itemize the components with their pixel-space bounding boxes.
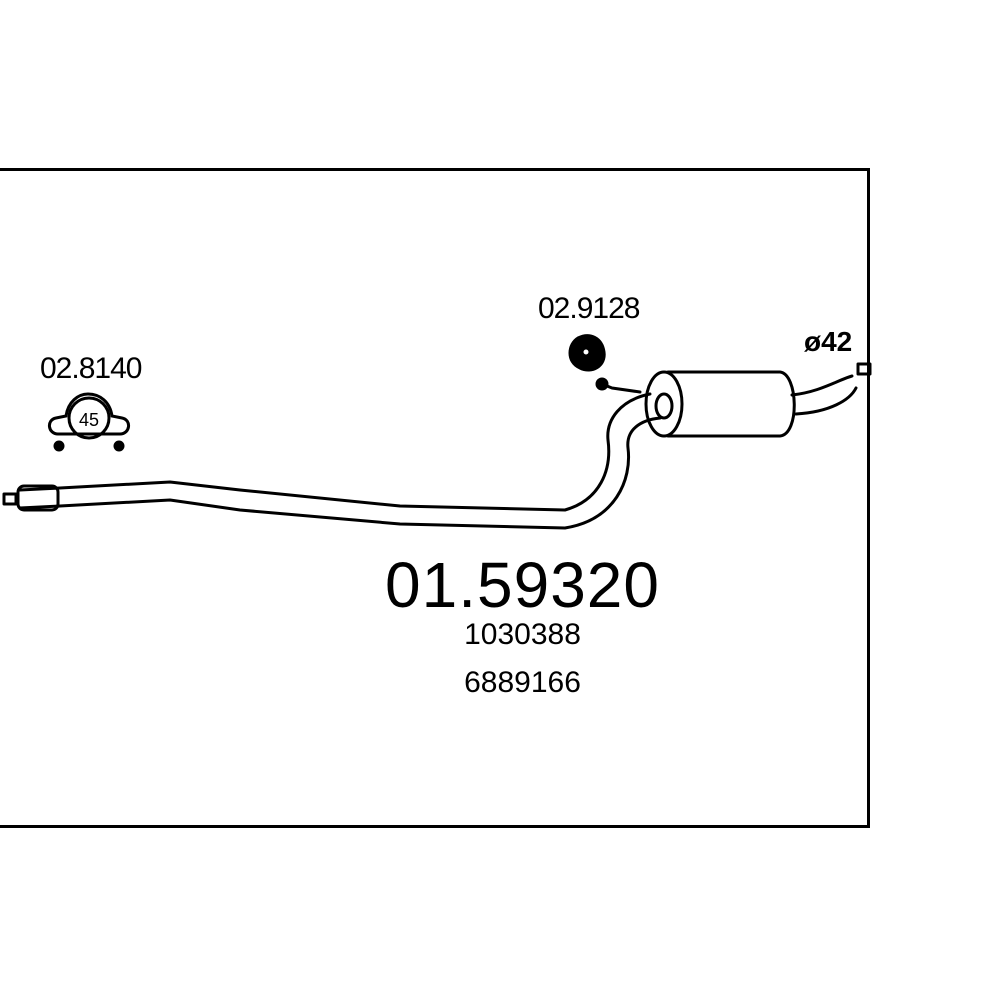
reference-number: 1030388 [464,618,581,651]
pipe-lower-line [18,416,662,530]
pipe-upper-line [18,392,652,512]
muffler-body [666,370,796,438]
outlet-diameter: ø42 [804,326,853,357]
main-part-number: 01.59320 [385,549,660,621]
pipe-inlet-sleeve [16,484,60,512]
tailpipe-lower [794,386,858,416]
muffler-inlet-ring [654,392,674,420]
clamp-part-number: 02.8140 [40,352,142,385]
muffler-front-face [644,370,684,438]
hanger-part-number: 02.9128 [538,292,640,325]
diagram-frame [0,168,870,828]
tailpipe-upper [790,374,854,397]
rubber-hanger-icon [568,334,606,372]
clamp-icon [48,392,130,452]
tailpipe-end [856,362,872,376]
reference-number: 6889166 [464,666,581,699]
pipe-inlet-end [2,492,18,506]
clamp-size-mark: 45 [79,410,99,430]
hanger-pin-head [595,377,609,391]
